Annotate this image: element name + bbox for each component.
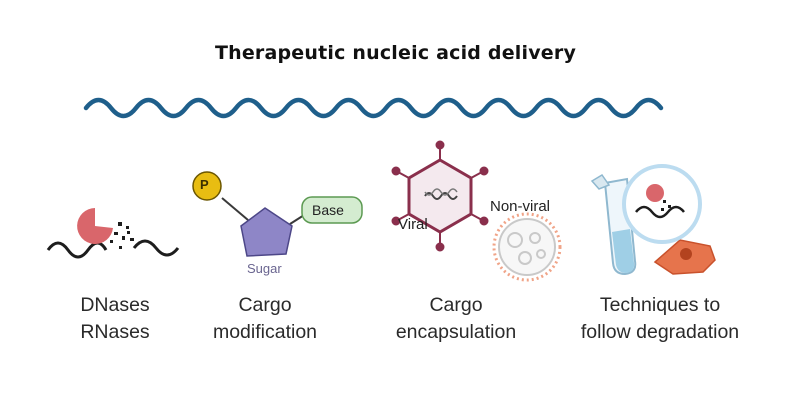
caption-modification-line2: modification bbox=[212, 321, 318, 343]
viral-genome bbox=[424, 192, 458, 200]
phosphate-label: P bbox=[200, 177, 209, 192]
caption-dnases: DNases RNases bbox=[40, 292, 190, 346]
caption-dnases-line1: DNases bbox=[80, 294, 150, 316]
tube-cap bbox=[590, 173, 611, 190]
nuclease-icon bbox=[46, 208, 180, 259]
non-viral-label: Non-viral bbox=[490, 198, 551, 215]
phosphate-group bbox=[192, 171, 222, 201]
magnified-strand bbox=[635, 205, 685, 219]
cut-strand-right bbox=[132, 239, 180, 257]
caption-cargo-modification: Cargo modification bbox=[190, 292, 340, 346]
caption-techniques: Techniques to follow degradation bbox=[555, 292, 765, 346]
magnified-enzyme bbox=[646, 184, 664, 202]
viral-vector-icon bbox=[391, 140, 489, 252]
nucleic-acid-strand bbox=[83, 97, 664, 119]
base-box bbox=[301, 196, 363, 224]
viral-label: Viral bbox=[398, 216, 428, 233]
caption-encapsulation-line2: encapsulation bbox=[395, 321, 517, 343]
caption-modification-line1: Cargo bbox=[238, 294, 292, 316]
caption-cargo-encapsulation: Cargo encapsulation bbox=[376, 292, 536, 346]
enzyme-pacman bbox=[77, 208, 113, 244]
caption-techniques-line1: Techniques to bbox=[599, 294, 721, 316]
diagram-title: Therapeutic nucleic acid delivery bbox=[214, 42, 577, 64]
sugar-label: Sugar bbox=[247, 261, 282, 276]
caption-dnases-line2: RNases bbox=[80, 321, 150, 343]
cut-strand-left bbox=[46, 241, 108, 259]
magnifier-lens bbox=[622, 164, 702, 244]
caption-techniques-line2: follow degradation bbox=[580, 321, 740, 343]
nucleotide-fragments bbox=[110, 222, 134, 249]
sugar-pentagon bbox=[240, 207, 293, 257]
base-label: Base bbox=[312, 202, 344, 218]
nucleotide-structure-icon bbox=[192, 171, 363, 257]
caption-encapsulation-line1: Cargo bbox=[429, 294, 483, 316]
non-viral-vesicle-icon bbox=[492, 212, 562, 282]
techniques-icon bbox=[590, 164, 716, 276]
